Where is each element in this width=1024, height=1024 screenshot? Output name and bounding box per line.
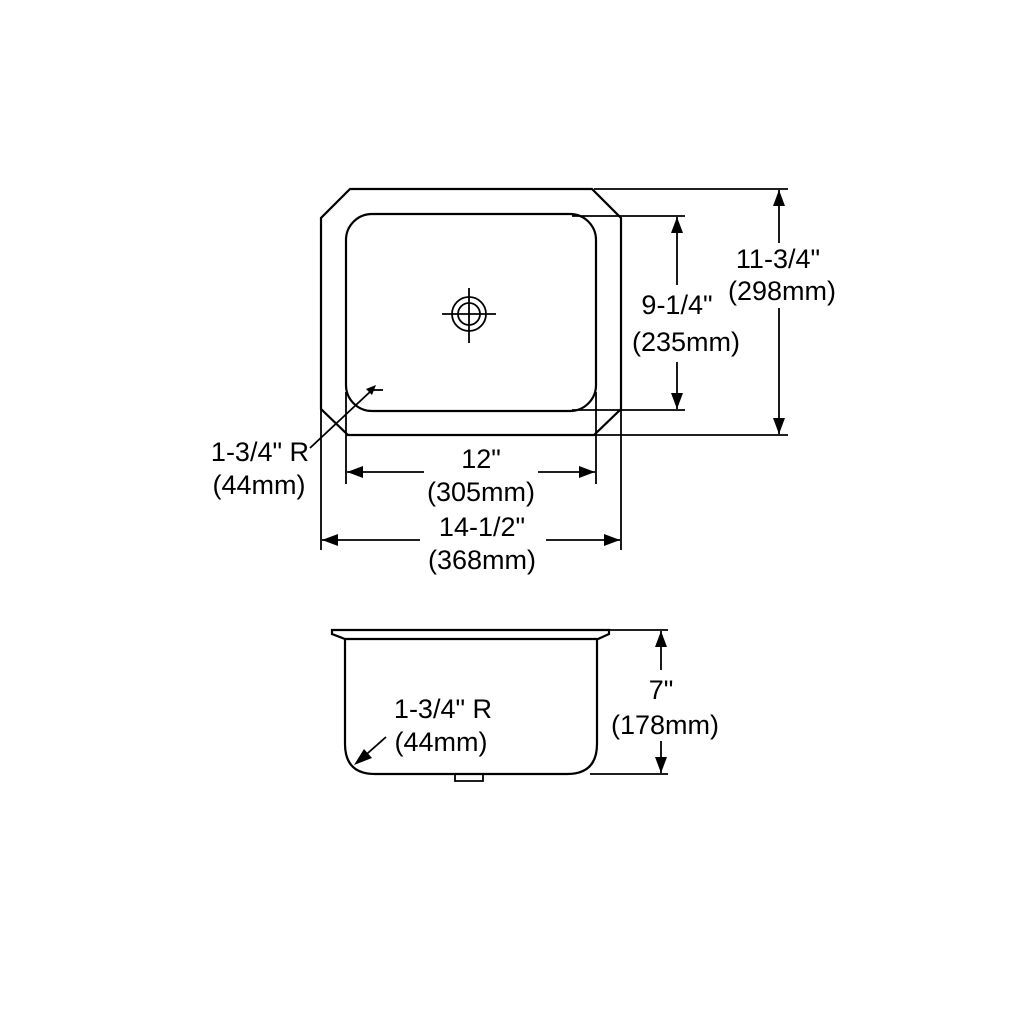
overall-length-dimension bbox=[773, 190, 785, 434]
section-radius-metric: (44mm) bbox=[395, 727, 488, 757]
depth-metric: (178mm) bbox=[611, 710, 719, 740]
section-radius-imperial: 1-3/4" R bbox=[394, 694, 492, 724]
bowl-length-metric: (235mm) bbox=[632, 327, 740, 357]
depth-dimension bbox=[655, 631, 667, 773]
overall-length-imperial: 11-3/4" bbox=[736, 244, 820, 274]
plan-view: 11-3/4" (298mm) 9-1/4" (235mm) 12" (305m… bbox=[211, 187, 836, 575]
overall-width-metric: (368mm) bbox=[428, 545, 536, 575]
section-rim-flange bbox=[330, 628, 611, 641]
bowl-length-imperial: 9-1/4" bbox=[641, 290, 712, 320]
bowl-length-dimension bbox=[671, 217, 683, 409]
plan-radius-imperial: 1-3/4" R bbox=[211, 437, 309, 467]
section-drain-outlet bbox=[454, 774, 484, 782]
drain-crosshair-icon bbox=[442, 288, 496, 343]
sink-bowl-outline bbox=[344, 212, 598, 413]
section-bowl-profile bbox=[343, 639, 599, 776]
section-view: 7" (178mm) 1-3/4" R (44mm) bbox=[330, 628, 719, 782]
depth-imperial: 7" bbox=[649, 675, 674, 705]
bowl-width-imperial: 12" bbox=[461, 444, 501, 474]
overall-width-dimension bbox=[322, 534, 620, 546]
bowl-width-metric: (305mm) bbox=[427, 477, 535, 507]
plan-radius-metric: (44mm) bbox=[213, 470, 306, 500]
overall-length-metric: (298mm) bbox=[728, 276, 836, 306]
bowl-width-dimension bbox=[347, 466, 595, 478]
sink-outer-rim bbox=[319, 187, 623, 437]
section-radius-leader bbox=[354, 736, 387, 765]
overall-width-imperial: 14-1/2" bbox=[439, 512, 525, 542]
